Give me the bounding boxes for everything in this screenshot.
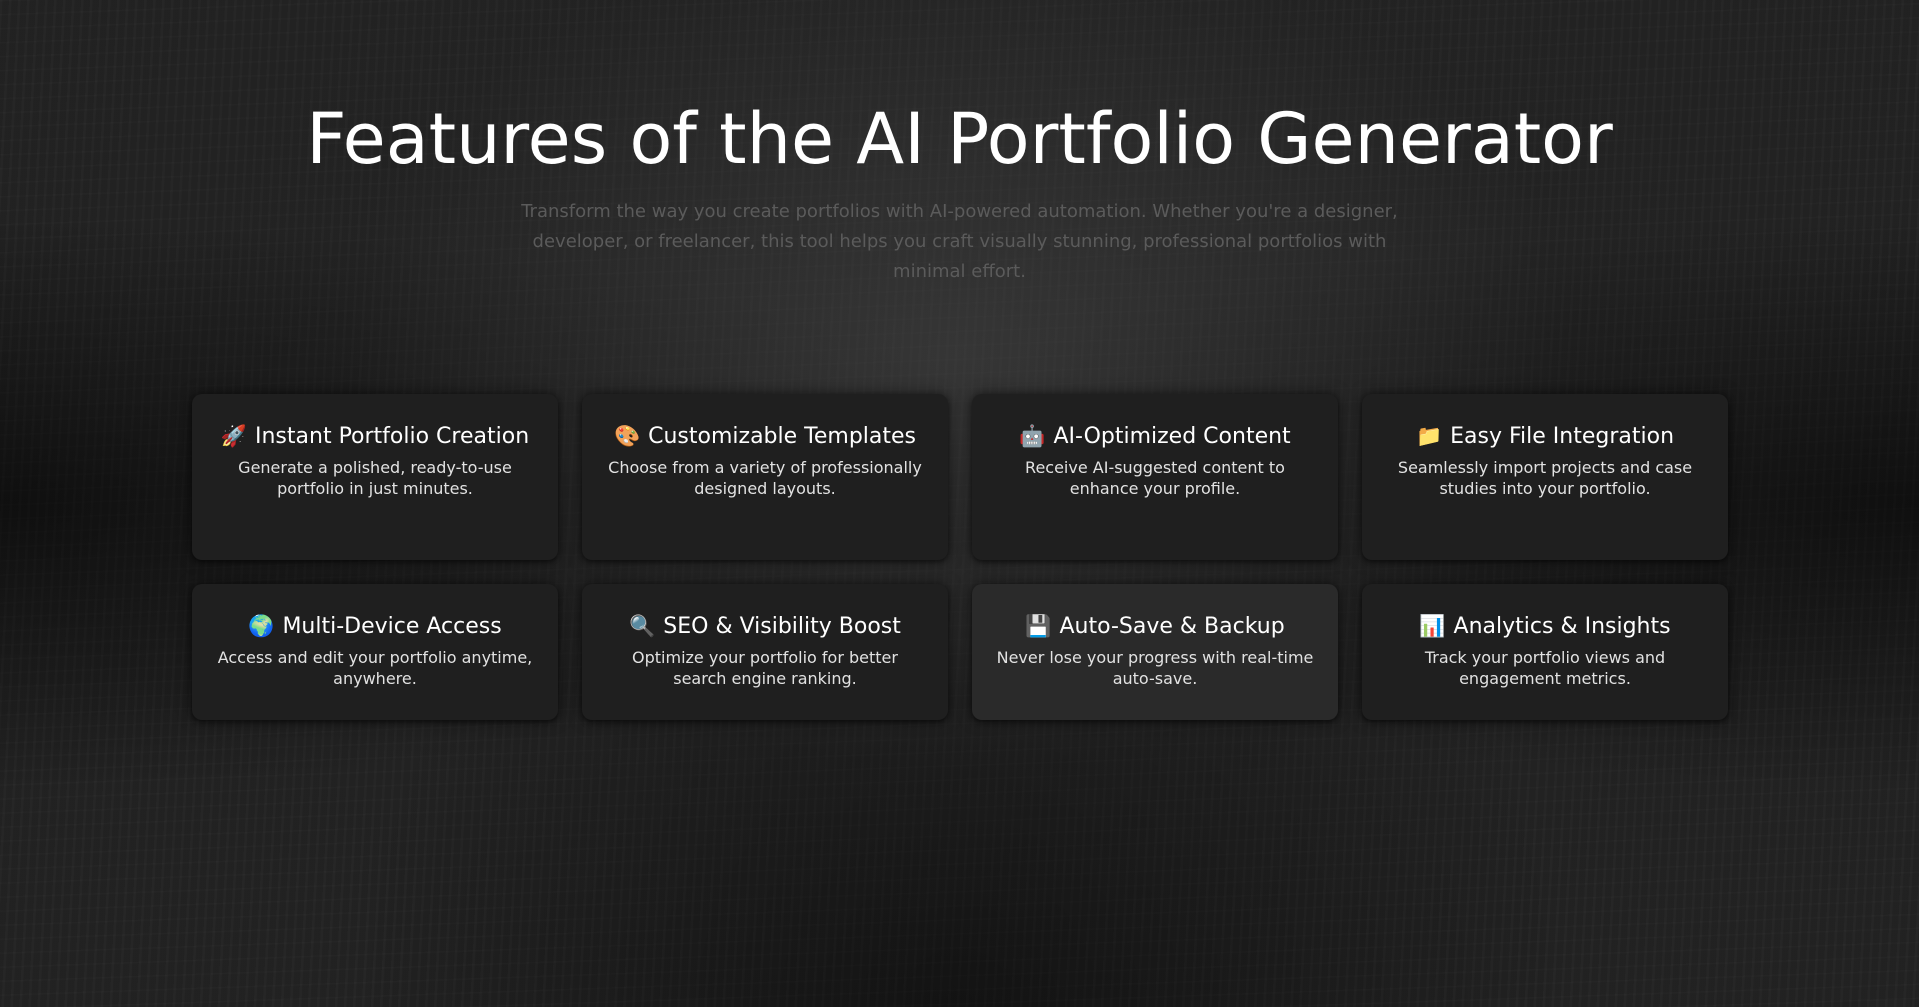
feature-card-multi-device-access: 🌍 Multi-Device Access Access and edit you… xyxy=(192,584,558,720)
feature-card-analytics-insights: 📊 Analytics & Insights Track your portfol… xyxy=(1362,584,1728,720)
floppy-disk-icon: 💾 xyxy=(1025,614,1052,638)
feature-card-title: 💾 Auto-Save & Backup xyxy=(994,612,1316,641)
feature-card-title-text: SEO & Visibility Boost xyxy=(663,614,901,639)
feature-card-title: 🌍 Multi-Device Access xyxy=(214,612,536,641)
feature-card-title: 🎨 Customizable Templates xyxy=(604,422,926,451)
bar-chart-icon: 📊 xyxy=(1419,614,1446,638)
feature-card-instant-portfolio-creation: 🚀 Instant Portfolio Creation Generate a p… xyxy=(192,394,558,560)
globe-icon: 🌍 xyxy=(248,614,275,638)
features-grid: 🚀 Instant Portfolio Creation Generate a p… xyxy=(192,394,1728,720)
feature-card-title-text: Customizable Templates xyxy=(648,424,917,449)
feature-card-description: Track your portfolio views and engagemen… xyxy=(1424,648,1666,688)
feature-card-title-text: AI-Optimized Content xyxy=(1053,424,1291,449)
feature-card-easy-file-integration: 📁 Easy File Integration Seamlessly import… xyxy=(1362,394,1728,560)
feature-card-customizable-templates: 🎨 Customizable Templates Choose from a va… xyxy=(582,394,948,560)
feature-card-seo-visibility-boost: 🔍 SEO & Visibility Boost Optimize your po… xyxy=(582,584,948,720)
feature-card-description: Generate a polished, ready-to-use portfo… xyxy=(238,458,512,498)
folder-icon: 📁 xyxy=(1415,424,1443,448)
feature-card-title: 📁 Easy File Integration xyxy=(1384,422,1706,451)
feature-card-description: Seamlessly import projects and case stud… xyxy=(1397,458,1693,498)
page-subtitle: Transform the way you create portfolios … xyxy=(521,201,1398,282)
palette-icon: 🎨 xyxy=(613,424,641,448)
feature-card-title: 🔍 SEO & Visibility Boost xyxy=(604,612,926,641)
feature-card-title-text: Instant Portfolio Creation xyxy=(255,424,530,449)
feature-card-title: 🚀 Instant Portfolio Creation xyxy=(214,422,536,451)
feature-card-description: Never lose your progress with real-time … xyxy=(996,648,1314,688)
page-title: Features of the AI Portfolio Generator xyxy=(306,98,1613,180)
feature-card-description: Choose from a variety of professionally … xyxy=(608,458,922,498)
feature-card-description: Access and edit your portfolio anytime, … xyxy=(217,648,533,688)
feature-card-auto-save-backup: 💾 Auto-Save & Backup Never lose your prog… xyxy=(972,584,1338,720)
feature-card-description: Receive AI-suggested content to enhance … xyxy=(1025,458,1285,498)
robot-icon: 🤖 xyxy=(1019,424,1046,448)
hero-section: Features of the AI Portfolio Generator T… xyxy=(0,95,1919,287)
feature-card-title-text: Analytics & Insights xyxy=(1453,614,1671,639)
feature-card-ai-optimized-content: 🤖 AI-Optimized Content Receive AI-suggest… xyxy=(972,394,1338,560)
magnifier-icon: 🔍 xyxy=(629,614,656,638)
feature-card-title: 📊 Analytics & Insights xyxy=(1384,612,1706,641)
feature-card-title-text: Easy File Integration xyxy=(1450,424,1675,449)
feature-card-description: Optimize your portfolio for better searc… xyxy=(632,648,898,688)
feature-card-title-text: Multi-Device Access xyxy=(282,614,502,639)
rocket-icon: 🚀 xyxy=(220,424,247,448)
feature-card-title-text: Auto-Save & Backup xyxy=(1059,614,1285,639)
feature-card-title: 🤖 AI-Optimized Content xyxy=(994,422,1316,451)
